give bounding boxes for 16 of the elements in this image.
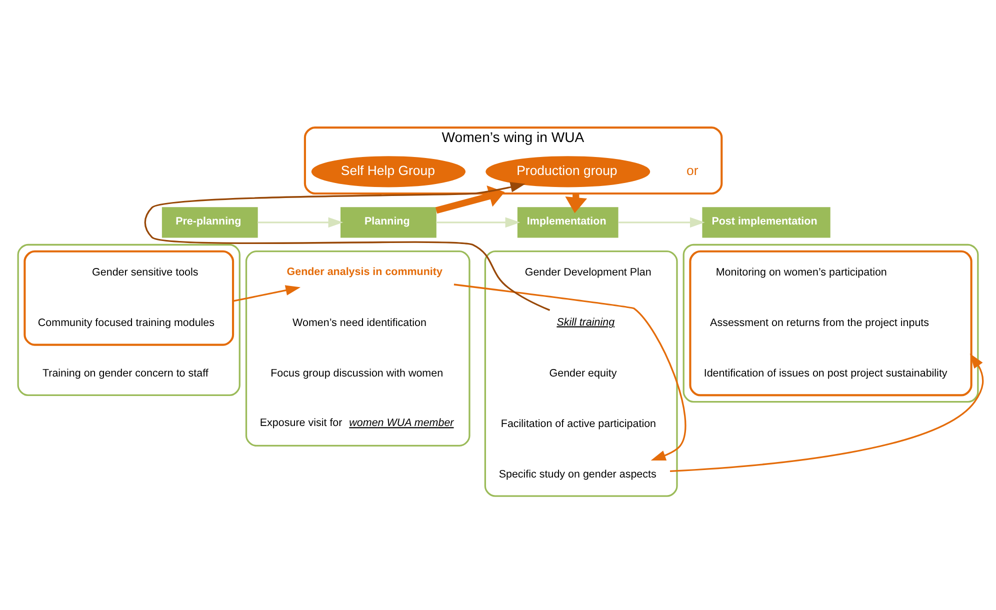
node-text: Gender analysis in community (286, 265, 442, 278)
node-text: Assessment on returns from the project inputs (710, 316, 930, 329)
node-text: Facilitation of active participation (500, 417, 656, 430)
node-text: Specific study on gender aspects (498, 468, 656, 480)
node-text: Skill training (556, 316, 615, 328)
label: or (686, 162, 698, 178)
node-text: Exposure visit for women WUA member (260, 416, 454, 429)
node-text: Gender Development Plan (524, 266, 652, 278)
node-text: Gender equity (549, 367, 617, 380)
node-text: Monitoring on women’s participation (716, 266, 887, 278)
node-text: Gender sensitive tools (92, 266, 198, 278)
node-text: Women’s need identification (292, 316, 426, 329)
node-text: Identification of issues on post project sustainability (704, 367, 948, 380)
node-text: Training on gender concern to staff (42, 367, 208, 380)
node-text: Community focused training modules (38, 316, 215, 329)
node-text: Focus group discussion with women (270, 367, 444, 380)
